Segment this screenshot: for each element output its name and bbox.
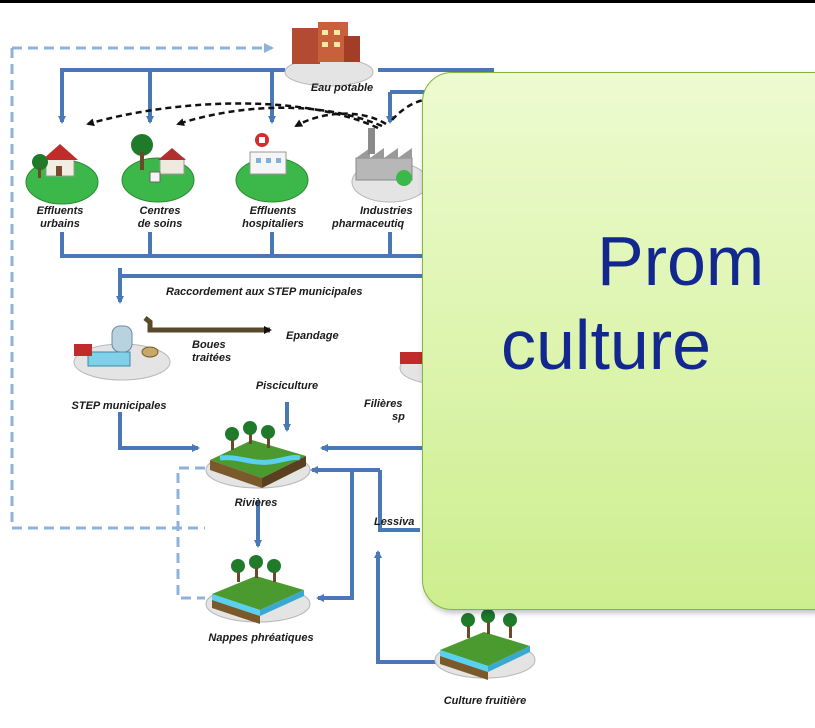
dashed-recycling-loop: [10, 43, 274, 600]
node-label-industries: Industries pharmaceutiq: [332, 205, 422, 231]
edge-label-raccordement: Raccordement aux STEP municipales: [166, 286, 363, 298]
callout-line-1: Prom: [597, 222, 765, 300]
hospital-effluents-icon: [235, 133, 309, 203]
label-line: urbains: [40, 218, 80, 230]
top-border: [0, 0, 815, 3]
label-line: Industries: [360, 205, 413, 217]
node-label-culture-fruitiere: Culture fruitière: [443, 695, 527, 707]
node-label-rivieres: Rivières: [234, 497, 278, 509]
node-label-centres-soins: Centres de soins: [130, 205, 190, 231]
care-centers-icon: [121, 134, 195, 203]
label-line: Boues: [192, 339, 226, 351]
label-line: pharmaceutiq: [332, 218, 405, 230]
callout-box: Prom culture: [422, 72, 815, 610]
node-label-effluents-hospitaliers: Effluents hospitaliers: [236, 205, 310, 231]
callout-line-2: culture: [501, 306, 712, 384]
label-line: de soins: [137, 218, 183, 230]
edge-label-lessivage: Lessiva: [374, 516, 415, 528]
edge-label-boues: Boues traitées: [192, 339, 231, 365]
pharma-industry-icon: [351, 128, 429, 203]
sludge-arrow: [143, 316, 272, 334]
label-line: Centres: [139, 205, 181, 217]
node-label-nappes: Nappes phréatiques: [208, 632, 314, 644]
eau-potable-icon: [284, 22, 374, 87]
edge-label-pisciculture: Pisciculture: [255, 380, 319, 392]
label-line: Filières: [364, 398, 403, 410]
node-label-step: STEP municipales: [71, 400, 167, 412]
wastewater-plant-icon: [73, 325, 171, 381]
label-line: sp: [392, 411, 405, 423]
urban-effluents-icon: [25, 144, 99, 205]
rivers-icon: [205, 421, 311, 489]
label-line: Effluents: [36, 205, 84, 217]
node-label-filieres: Filières sp: [364, 398, 424, 424]
node-label-eau-potable: Eau potable: [310, 82, 374, 94]
node-label-effluents-urbains: Effluents urbains: [30, 205, 90, 231]
groundwater-icon: [205, 555, 311, 624]
label-line: hospitaliers: [242, 218, 304, 230]
fruit-orchard-icon: [434, 609, 536, 680]
label-line: Effluents: [249, 205, 297, 217]
edge-label-epandage: Epandage: [286, 330, 339, 342]
water-distribution-arrows: [58, 68, 494, 124]
label-line: traitées: [192, 352, 232, 364]
collection-arrows: [60, 232, 445, 664]
